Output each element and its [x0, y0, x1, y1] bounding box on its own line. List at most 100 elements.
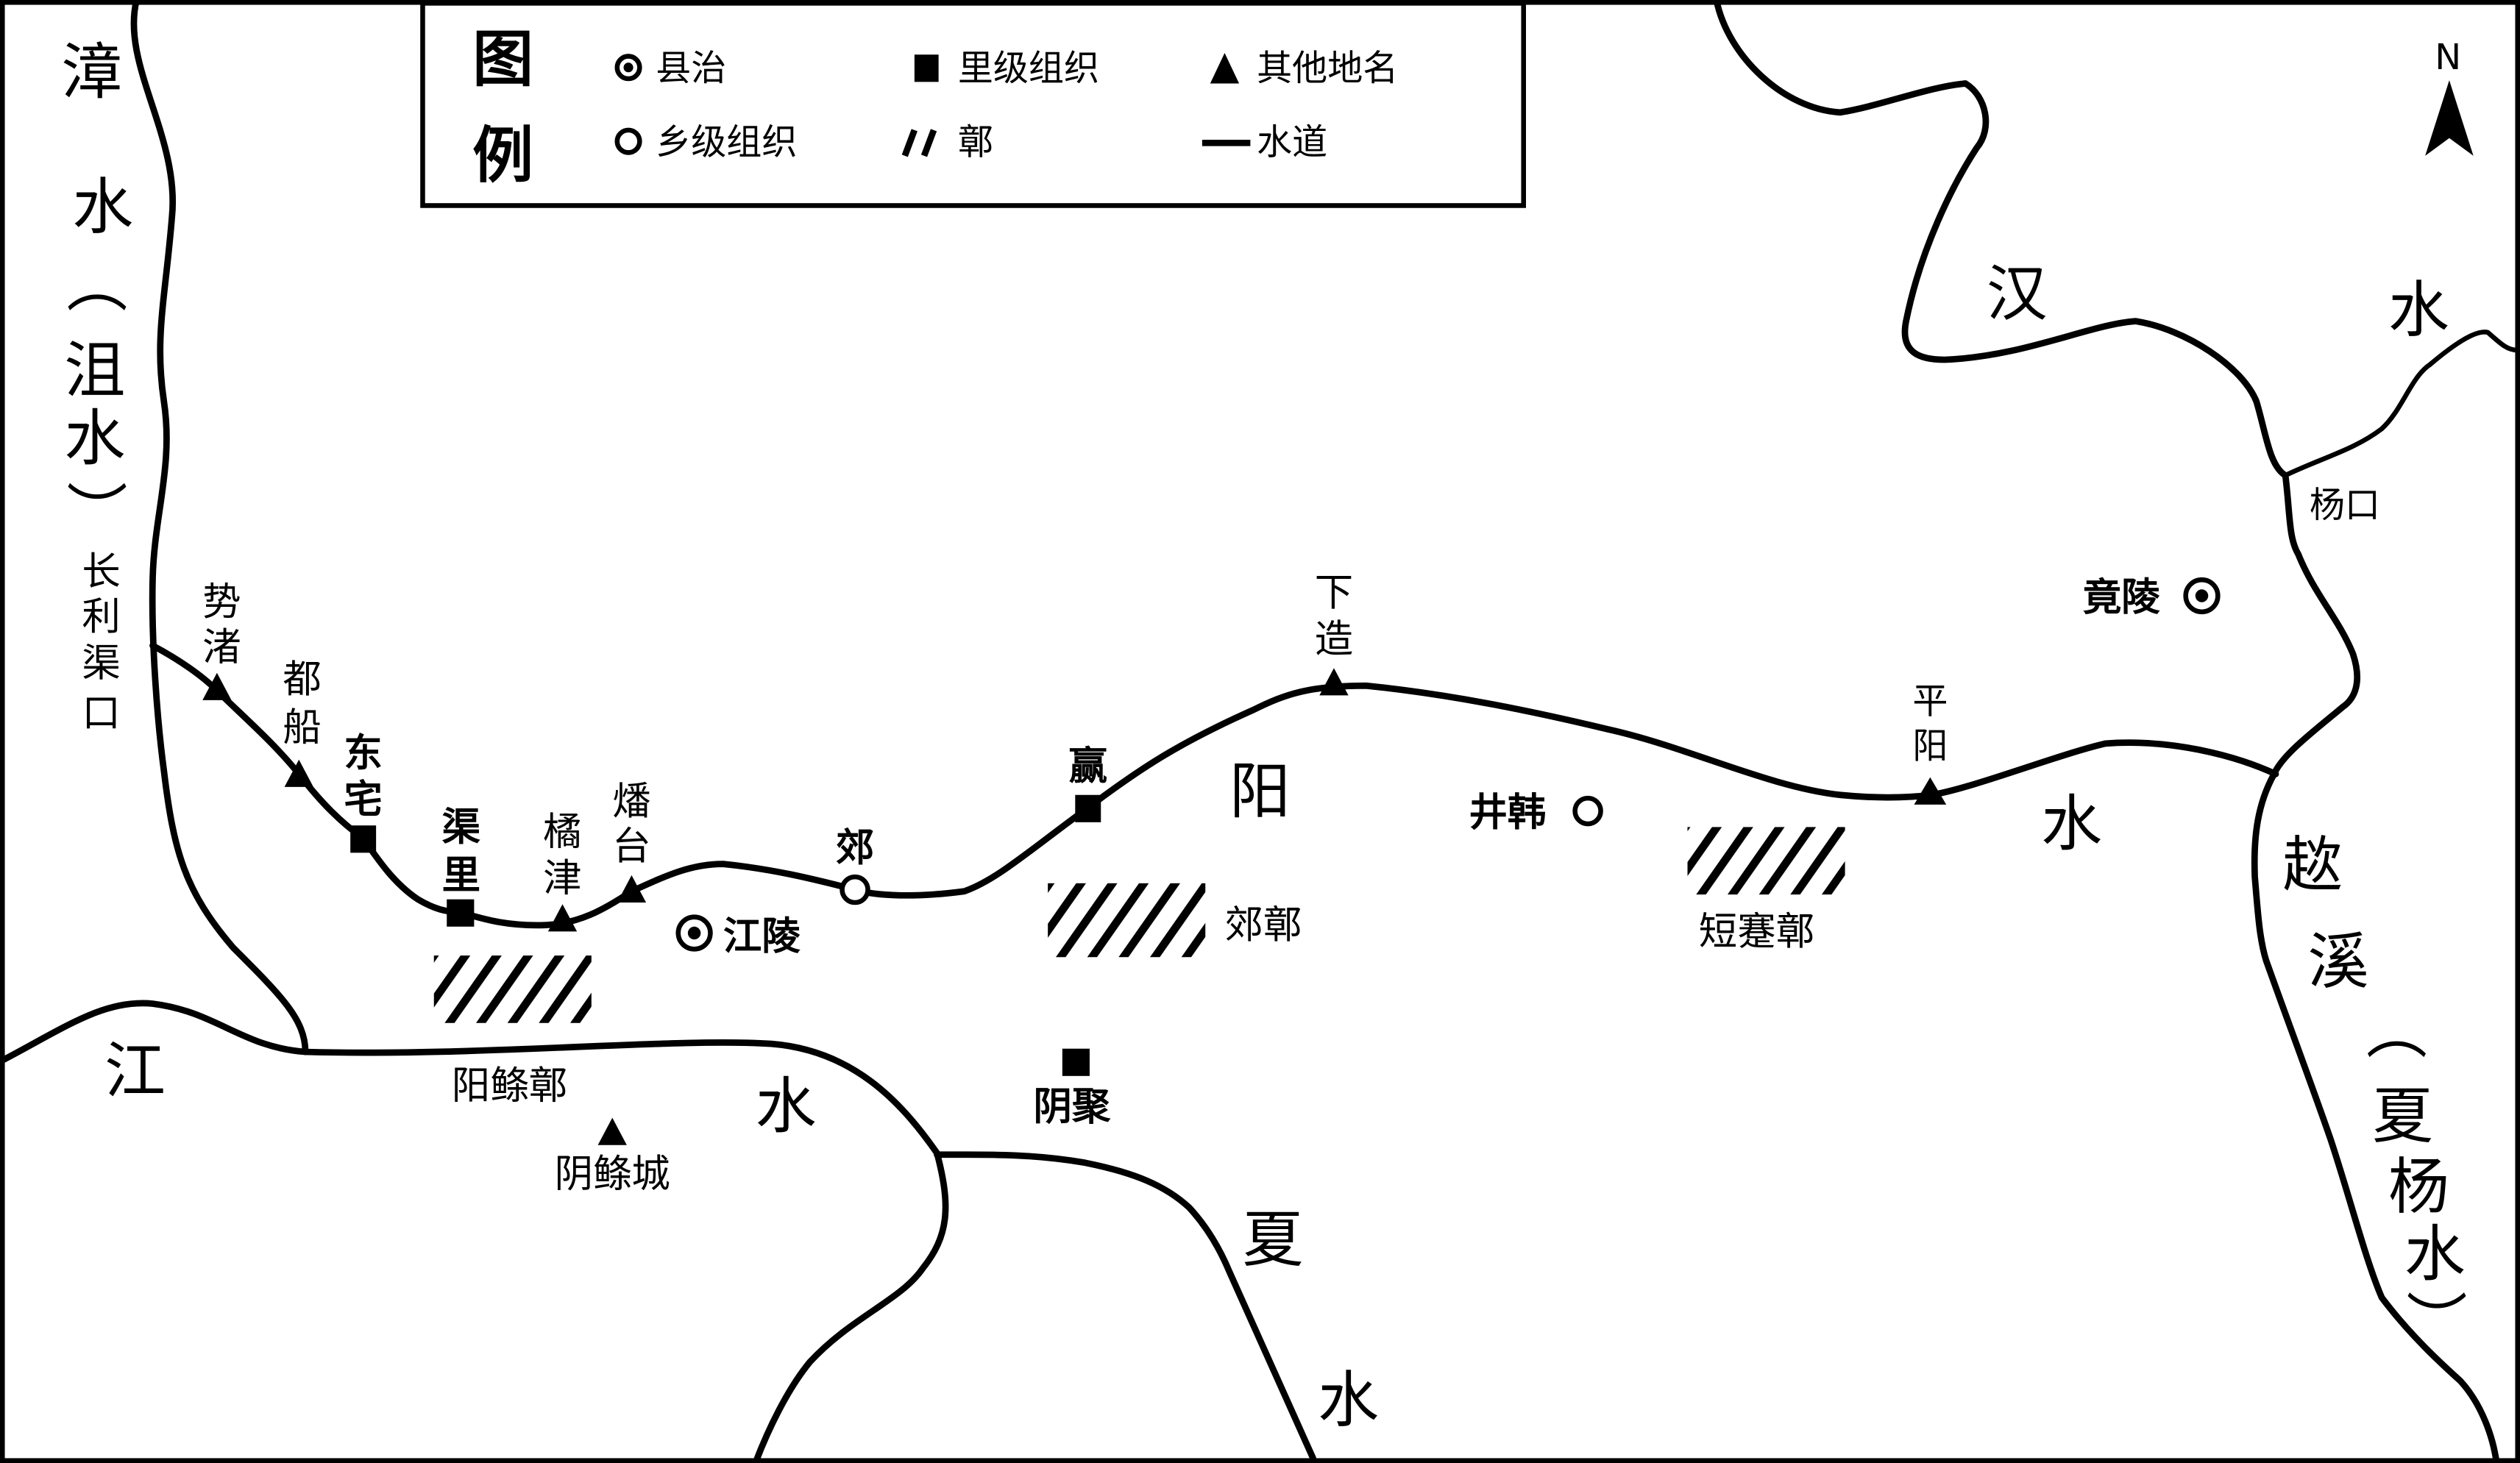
zhang-river-line	[130, 0, 309, 1056]
han-river-line	[1713, 0, 2289, 479]
north-arrow-icon	[2425, 80, 2474, 156]
label-char: 水	[1318, 1364, 1379, 1436]
jiao-label: 郊	[836, 825, 874, 870]
label-char: 都	[283, 657, 321, 702]
label-char: 台	[612, 824, 650, 869]
duchuan-label: 都 船	[283, 657, 321, 750]
label-char: 渚	[202, 624, 241, 669]
zhang-river-label: 漳 水 （ 沮 水 ）	[59, 37, 133, 541]
yangkou-label: 杨口	[2310, 485, 2380, 526]
label-char: 下	[1315, 570, 1353, 615]
label-char: ）	[2399, 1289, 2471, 1350]
label-char: 水	[2041, 788, 2102, 859]
label-char: （	[59, 252, 130, 313]
label-char: 津	[543, 856, 581, 901]
legend: 图 例 县治 里级组织 其他地名 乡级组织 鄣 水道	[420, 1, 1527, 208]
label-char: 江	[104, 1036, 166, 1107]
triangle-icon	[617, 875, 647, 903]
yanglu-zhang-label: 阳鲦鄣	[452, 1063, 567, 1108]
triangle-icon	[1210, 53, 1240, 84]
pingyang-label: 平 阳	[1912, 680, 1948, 766]
label-char: 水	[2404, 1219, 2466, 1290]
label-char: 夏	[1242, 1204, 1303, 1275]
county-seat-icon	[675, 914, 713, 952]
legend-label: 其他地名	[1257, 48, 1398, 89]
label-char: 溪	[2308, 926, 2369, 997]
fantai-label: 燔 台	[612, 779, 650, 869]
label-char: 汉	[1987, 258, 2048, 330]
legend-label: 里级组织	[958, 48, 1099, 89]
label-char: 渠	[82, 641, 120, 686]
label-char: 船	[283, 705, 321, 750]
label-char: 水	[2388, 274, 2449, 346]
open-circle-icon	[1572, 795, 1603, 827]
ciqi-river-label: 趑 溪 （ 夏 杨 水 ）	[2282, 830, 2471, 1350]
duanjian-zhang-hatch	[1687, 827, 1845, 895]
label-char: 燔	[612, 779, 650, 824]
yang-river-label: 阳 水	[1229, 756, 2102, 860]
legend-label: 水道	[1257, 122, 1327, 163]
label-char: 造	[1315, 616, 1353, 661]
dongzhai-label: 东 宅	[344, 730, 382, 822]
north-label: N	[2435, 37, 2461, 78]
legend-label: 鄣	[958, 122, 993, 163]
han-river-label: 汉 水	[1987, 258, 2449, 346]
jiang-river-line	[0, 1000, 949, 1463]
jinghan-label: 井韩	[1469, 790, 1546, 835]
legend-title-char: 图	[472, 24, 533, 95]
label-char: 杨	[2388, 1151, 2449, 1222]
ciqi-river-line	[2251, 471, 2499, 1462]
label-char: （	[2359, 999, 2430, 1060]
triangle-icon	[597, 1117, 627, 1145]
label-char: 长	[82, 549, 120, 594]
yang-river-line	[149, 642, 2279, 929]
legend-label: 乡级组织	[656, 122, 797, 163]
changli-qukou-label: 长 利 渠 口	[82, 549, 120, 736]
square-icon	[914, 54, 939, 82]
triangle-icon	[1319, 668, 1349, 696]
xia-river-line	[934, 1151, 1316, 1462]
label-char: 夏	[2372, 1081, 2433, 1152]
label-char: 平	[1912, 680, 1948, 722]
label-char: 渠	[442, 805, 481, 850]
triangle-icon	[1914, 777, 1947, 805]
county-seat-icon	[614, 54, 642, 82]
quli-label: 渠 里	[442, 805, 481, 897]
legend-label: 县治	[656, 48, 726, 89]
label-char: 水	[64, 402, 125, 474]
label-char: 橘	[543, 809, 581, 854]
label-char: 宅	[344, 777, 382, 822]
jiao-zhang-hatch	[1048, 883, 1206, 958]
legend-title-char: 例	[472, 120, 533, 191]
xia-river-label: 夏 水	[1242, 1204, 1379, 1436]
label-char: 里	[442, 852, 480, 897]
triangle-icon	[547, 904, 578, 932]
legend-box	[420, 1, 1527, 208]
square-icon	[1075, 794, 1101, 822]
label-char: 阳	[1229, 756, 1291, 827]
juejin-label: 橘 津	[543, 809, 581, 900]
label-char: ）	[59, 480, 130, 541]
square-icon	[1062, 1048, 1090, 1076]
yinju-label: 阴聚	[1034, 1084, 1111, 1129]
jiang-river-label: 江 水	[104, 1036, 817, 1142]
label-char: 东	[344, 730, 382, 775]
open-circle-icon	[614, 127, 642, 155]
label-char: 阳	[1912, 726, 1948, 767]
han-river-upper-branch	[2284, 330, 2517, 478]
label-char: 趑	[2282, 830, 2343, 901]
jingling-label: 竟陵	[2083, 575, 2160, 620]
jiangling-label: 江陵	[723, 914, 801, 958]
label-char: 漳	[61, 37, 122, 108]
label-char: 水	[72, 171, 133, 243]
open-circle-icon	[840, 874, 870, 905]
ying-label: 赢	[1069, 744, 1107, 789]
duanjian-zhang-label: 短蹇鄣	[1699, 909, 1814, 954]
label-char: 口	[82, 691, 120, 736]
triangle-icon	[202, 672, 232, 700]
label-char: 沮	[64, 335, 125, 407]
square-icon	[447, 899, 475, 927]
square-icon	[350, 825, 377, 853]
